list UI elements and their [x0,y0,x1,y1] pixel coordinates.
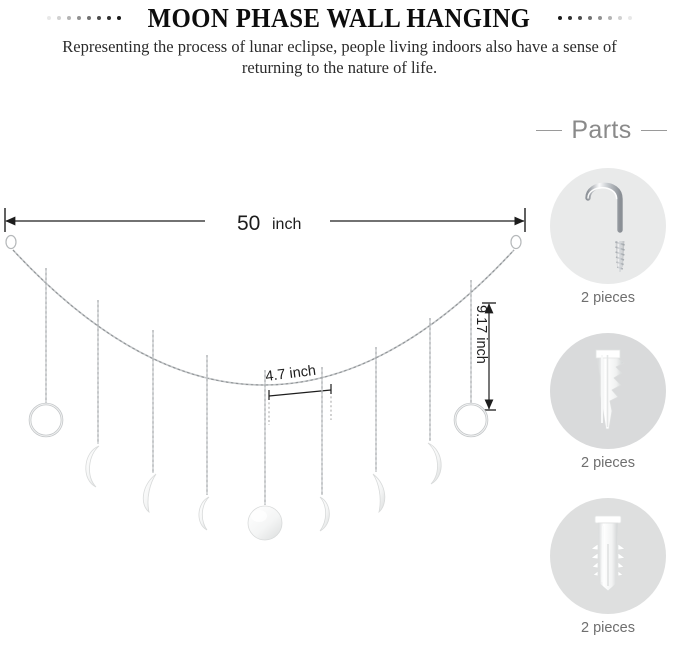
part-quantity: 2 pieces [580,290,635,306]
end-loop-left [5,234,17,250]
width-unit: inch [272,216,301,233]
rule-right [640,129,667,131]
part-quantity: 2 pieces [580,620,635,636]
screw-hook-icon [585,182,625,272]
charm-waxing-gibbous [198,355,210,531]
drop-label: 9.17 inch [473,305,489,364]
parts-heading: Parts [524,112,679,148]
title-row: MOON PHASE WALL HANGING [0,2,679,34]
part-disc [550,168,666,284]
part-quantity: 2 pieces [580,455,635,471]
width-dimension: 50 inch [4,208,526,235]
spacing-dimension: 4.7 inch [265,363,332,425]
charm-waxing-quarter [142,330,157,513]
charm-waning-quarter [372,347,386,514]
part-item-screw-hook: 2 pieces [550,168,666,306]
charm-waning-gibbous [319,367,330,532]
part-disc [550,333,666,449]
parts-title: Parts [571,115,632,144]
rule-left [536,129,563,131]
width-value: 50 [237,212,260,235]
drop-dimension: 9.17 inch [473,302,496,411]
page-title: MOON PHASE WALL HANGING [148,2,531,33]
part-item-wall-plug: 2 pieces [550,498,666,636]
charm-waxing-crescent [85,300,100,488]
charm-new-moon-ring-right [453,280,489,438]
charm-new-moon-ring-left [28,268,64,438]
wall-plug-icon [590,515,626,592]
spacing-label: 4.7 inch [265,363,317,385]
charm-full-moon [247,370,283,541]
part-item-drywall-anchor: 2 pieces [550,333,666,471]
charm-waning-crescent [427,318,442,485]
title-dots-left-icon [47,16,122,20]
main-chain [12,249,515,386]
drywall-anchor-icon [595,349,625,430]
subtitle: Representing the process of lunar eclips… [62,37,617,77]
part-disc [550,498,666,614]
end-loop-right [510,234,522,250]
title-dots-right-icon [557,16,632,20]
